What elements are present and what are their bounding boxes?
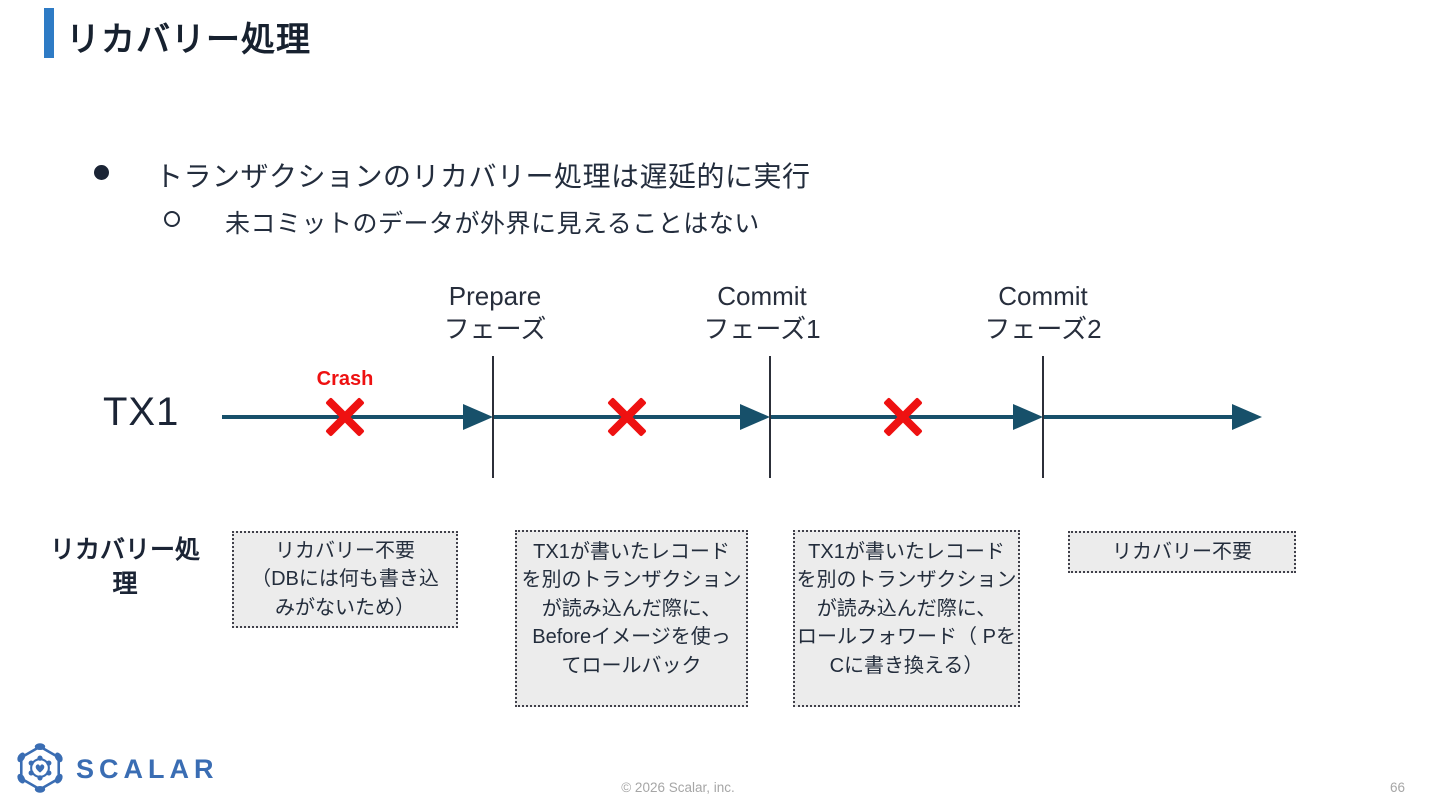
scalar-logo-text: SCALAR (76, 754, 219, 784)
crash-x-icon (607, 397, 647, 437)
copyright-text: © 2026 Scalar, inc. (621, 780, 735, 795)
title-accent-bar (44, 8, 54, 58)
bullet-filled-icon (94, 165, 109, 180)
arrowhead-icon (463, 404, 493, 430)
phase-divider-line (1042, 356, 1044, 478)
arrowhead-icon (1013, 404, 1043, 430)
recovery-box-no-recovery-after-commit: リカバリー不要 (1068, 531, 1296, 573)
tx1-label: TX1 (103, 390, 180, 434)
timeline-segment (494, 415, 742, 419)
scalar-logo-icon (17, 743, 63, 793)
timeline-segment (1044, 415, 1234, 419)
timeline-segment (771, 415, 1015, 419)
crash-x-icon (325, 397, 365, 437)
recovery-box-rollforward: TX1が書いたレコード を別のトランザクション が読み込んだ際に、 ロールフォワ… (793, 530, 1020, 707)
recovery-row-label: リカバリー処 理 (49, 536, 200, 598)
phase-label-commit-2: Commit フェーズ2 (984, 281, 1102, 345)
phase-divider-line (769, 356, 771, 478)
arrowhead-icon (1232, 404, 1262, 430)
crash-x-icon (883, 397, 923, 437)
phase-label-prepare: Prepare フェーズ (443, 281, 547, 345)
crash-label: Crash (316, 368, 374, 390)
bullet-main-text: トランザクションのリカバリー処理は遅延的に実行 (155, 161, 811, 192)
recovery-box-rollback: TX1が書いたレコード を別のトランザクション が読み込んだ際に、 Before… (515, 530, 748, 707)
recovery-box-no-recovery-before-prepare: リカバリー不要 （DBには何も書き込 みがないため） (232, 531, 458, 628)
page-title: リカバリー処理 (66, 21, 311, 59)
bullet-hollow-icon (164, 211, 180, 227)
phase-divider-line (492, 356, 494, 478)
bullet-sub-text: 未コミットのデータが外界に見えることはない (225, 210, 760, 238)
page-number: 66 (1389, 780, 1405, 795)
arrowhead-icon (740, 404, 770, 430)
phase-label-commit-1: Commit フェーズ1 (703, 281, 821, 345)
